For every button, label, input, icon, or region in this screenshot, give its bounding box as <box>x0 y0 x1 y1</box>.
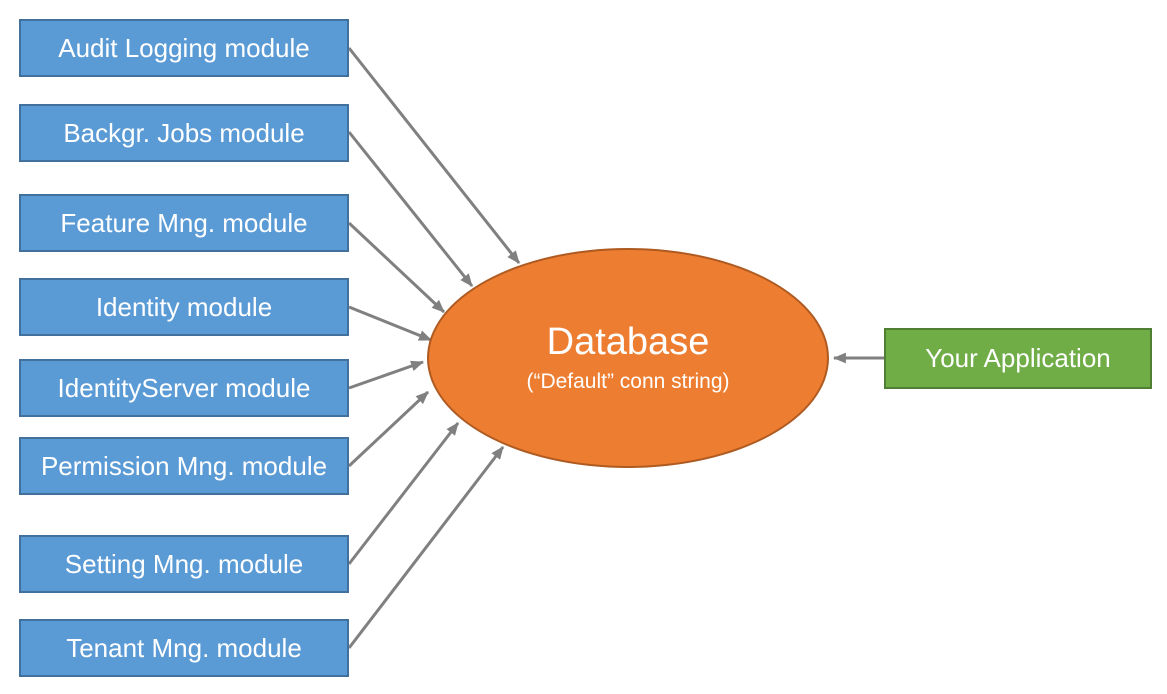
arrow-setting-mng-to-database <box>347 422 460 565</box>
module-box-setting-mng: Setting Mng. module <box>19 535 349 593</box>
database-subtitle: (“Default” conn string) <box>526 370 730 394</box>
module-box-permission-mng: Permission Mng. module <box>19 437 349 495</box>
database-ellipse: Database (“Default” conn string) <box>427 248 829 468</box>
arrow-identityserver-to-database <box>348 360 425 390</box>
application-box: Your Application <box>884 328 1152 389</box>
module-box-identityserver: IdentityServer module <box>19 359 349 417</box>
arrow-audit-logging-to-database <box>347 47 521 264</box>
module-box-audit-logging: Audit Logging module <box>19 19 349 77</box>
module-box-backgr-jobs: Backgr. Jobs module <box>19 104 349 162</box>
arrow-identity-to-database <box>348 305 433 342</box>
module-box-identity: Identity module <box>19 278 349 336</box>
database-title: Database <box>546 320 710 363</box>
arrow-feature-mng-to-database <box>347 221 446 314</box>
arrow-permission-mng-to-database <box>347 390 430 468</box>
arrow-backgr-jobs-to-database <box>347 131 474 287</box>
module-box-tenant-mng: Tenant Mng. module <box>19 619 349 677</box>
module-box-feature-mng: Feature Mng. module <box>19 194 349 252</box>
arrow-tenant-mng-to-database <box>347 446 505 649</box>
